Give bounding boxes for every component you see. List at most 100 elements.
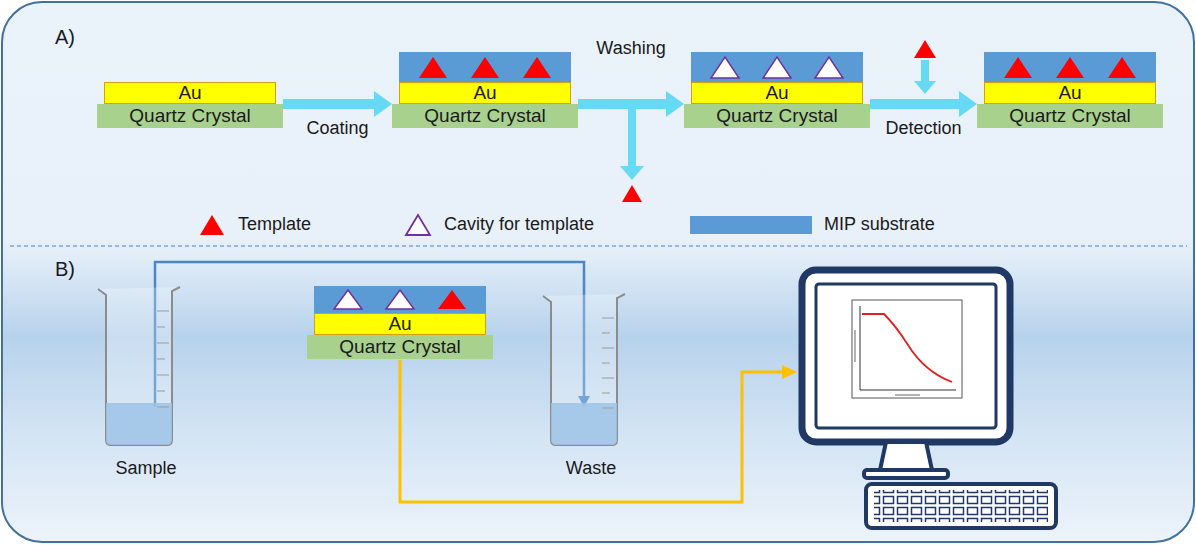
mip-layer: [314, 286, 486, 313]
chart-curve: [862, 314, 952, 382]
process-arrow: [870, 91, 977, 117]
chart-text-mark: [854, 330, 856, 362]
cavity: [763, 57, 791, 78]
monitor: [802, 270, 1010, 442]
monitor-base: [864, 470, 948, 478]
gold-layer: Au: [314, 313, 486, 335]
step-label: Detection: [885, 118, 961, 139]
chart-axis: [860, 306, 861, 390]
connector-line: [155, 262, 584, 407]
layer-label: Quartz Crystal: [1009, 105, 1130, 127]
legend-template-symbol: [198, 213, 226, 237]
signal-arrowhead: [782, 365, 797, 379]
connector-line: [283, 99, 374, 109]
template: [1108, 57, 1136, 78]
layer-label: Au: [178, 82, 201, 104]
legend-text: Cavity for template: [444, 214, 594, 235]
added-template: [914, 40, 936, 58]
beaker-tick: [602, 347, 614, 348]
template: [419, 57, 447, 78]
beaker-tick: [602, 377, 614, 378]
beaker-glass: [543, 294, 625, 445]
quartz-crystal: Quartz Crystal: [977, 104, 1163, 128]
chart-frame: [852, 300, 962, 398]
divider: [10, 245, 1187, 247]
beaker-liquid: [106, 403, 172, 445]
mip-layer: [399, 52, 571, 82]
arrowhead: [666, 91, 684, 117]
gold-layer: Au: [984, 82, 1156, 104]
keyboard-keys: [874, 490, 1048, 522]
beaker-tick: [157, 358, 165, 359]
template: [1056, 57, 1084, 78]
cavity: [711, 57, 739, 78]
beaker-tick: [602, 362, 610, 363]
branch-arrow: [628, 109, 636, 167]
cavity: [334, 290, 362, 309]
layer-label: Au: [473, 82, 496, 104]
chart-axis: [860, 390, 956, 391]
template: [1004, 57, 1032, 78]
keyboard: [866, 484, 1056, 528]
layer-label: Quartz Crystal: [129, 105, 250, 127]
beaker-glass: [98, 287, 180, 445]
template: [471, 57, 499, 78]
beaker-tick: [157, 374, 169, 375]
removed-template: [622, 185, 642, 202]
process-arrow: [283, 91, 392, 117]
section-label: B): [55, 258, 75, 281]
beaker-tick: [157, 326, 165, 327]
monitor-screen: [816, 284, 996, 428]
beaker-tick: [157, 342, 169, 343]
legend-cavity-symbol: [404, 213, 432, 237]
legend-text: Template: [238, 214, 311, 235]
legend-swatch: [690, 216, 812, 234]
arrowhead: [374, 91, 392, 117]
mip-layer: [984, 52, 1156, 82]
beaker-outline: [538, 290, 630, 449]
quartz-crystal: Quartz Crystal: [392, 104, 578, 128]
mip-layer: [691, 52, 863, 82]
beaker-label: Sample: [93, 458, 199, 479]
beaker-label: Waste: [538, 458, 644, 479]
chart-text-mark: [895, 394, 920, 396]
quartz-crystal: Quartz Crystal: [684, 104, 870, 128]
layer-label: Quartz Crystal: [339, 336, 460, 358]
beaker-tick: [157, 390, 165, 391]
template: [200, 215, 224, 235]
gold-layer: Au: [399, 82, 571, 104]
beaker-tick: [602, 392, 610, 393]
monitor-stand: [880, 442, 932, 470]
step-label: Washing: [596, 38, 665, 59]
gold-layer: Au: [104, 82, 276, 104]
layer-label: Au: [1058, 82, 1081, 104]
layer-label: Au: [388, 313, 411, 335]
layer-label: Au: [765, 82, 788, 104]
arrowhead: [959, 91, 977, 117]
flow-line: [155, 262, 590, 407]
beaker-outline: [93, 283, 185, 449]
quartz-crystal: Quartz Crystal: [307, 335, 493, 359]
layer-label: Quartz Crystal: [716, 105, 837, 127]
beaker-tick: [157, 310, 169, 311]
branch-arrow: [914, 81, 936, 94]
layer-label: Quartz Crystal: [424, 105, 545, 127]
beaker-tick: [157, 406, 169, 407]
beaker-tick: [602, 317, 614, 318]
branch-arrow: [921, 60, 929, 82]
gold-layer: Au: [691, 82, 863, 104]
cavity: [815, 57, 843, 78]
cavity: [386, 290, 414, 309]
template: [438, 290, 466, 309]
process-arrow: [578, 91, 684, 117]
step-label: Coating: [306, 118, 368, 139]
legend-text: MIP substrate: [824, 214, 935, 235]
beaker-liquid: [551, 403, 617, 445]
beaker-tick: [602, 407, 614, 408]
beaker: Waste: [538, 290, 644, 479]
connector-line: [578, 99, 666, 109]
connector-line: [870, 99, 959, 109]
beaker-tick: [602, 332, 610, 333]
